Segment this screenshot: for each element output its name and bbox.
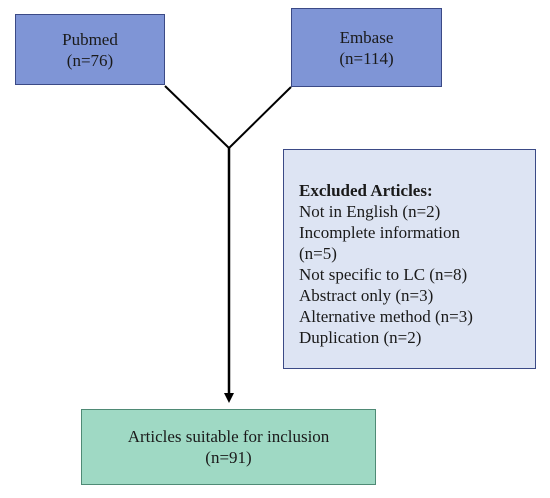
excluded-title: Excluded Articles: xyxy=(299,181,433,200)
excluded-item: (n=5) xyxy=(299,244,337,263)
excluded-articles-box: Excluded Articles: Not in English (n=2) … xyxy=(283,149,536,369)
embase-count: (n=114) xyxy=(339,48,394,68)
excluded-item: Not specific to LC (n=8) xyxy=(299,265,468,284)
embase-connector-line xyxy=(228,86,292,149)
excluded-item: Abstract only (n=3) xyxy=(299,286,434,305)
included-count: (n=91) xyxy=(205,448,252,467)
pubmed-label: Pubmed xyxy=(62,29,118,49)
embase-source-box: Embase (n=114) xyxy=(291,8,442,87)
included-label: Articles suitable for inclusion xyxy=(127,427,330,446)
pubmed-connector-line xyxy=(164,85,230,149)
excluded-item: Duplication (n=2) xyxy=(299,328,422,347)
excluded-item: Incomplete information xyxy=(299,223,460,242)
embase-label: Embase xyxy=(339,27,394,47)
excluded-item: Not in English (n=2) xyxy=(299,202,441,221)
pubmed-source-box: Pubmed (n=76) xyxy=(15,14,165,85)
pubmed-count: (n=76) xyxy=(66,50,114,70)
excluded-item: Alternative method (n=3) xyxy=(299,307,473,326)
included-articles-box: Articles suitable for inclusion (n=91) xyxy=(81,409,376,485)
